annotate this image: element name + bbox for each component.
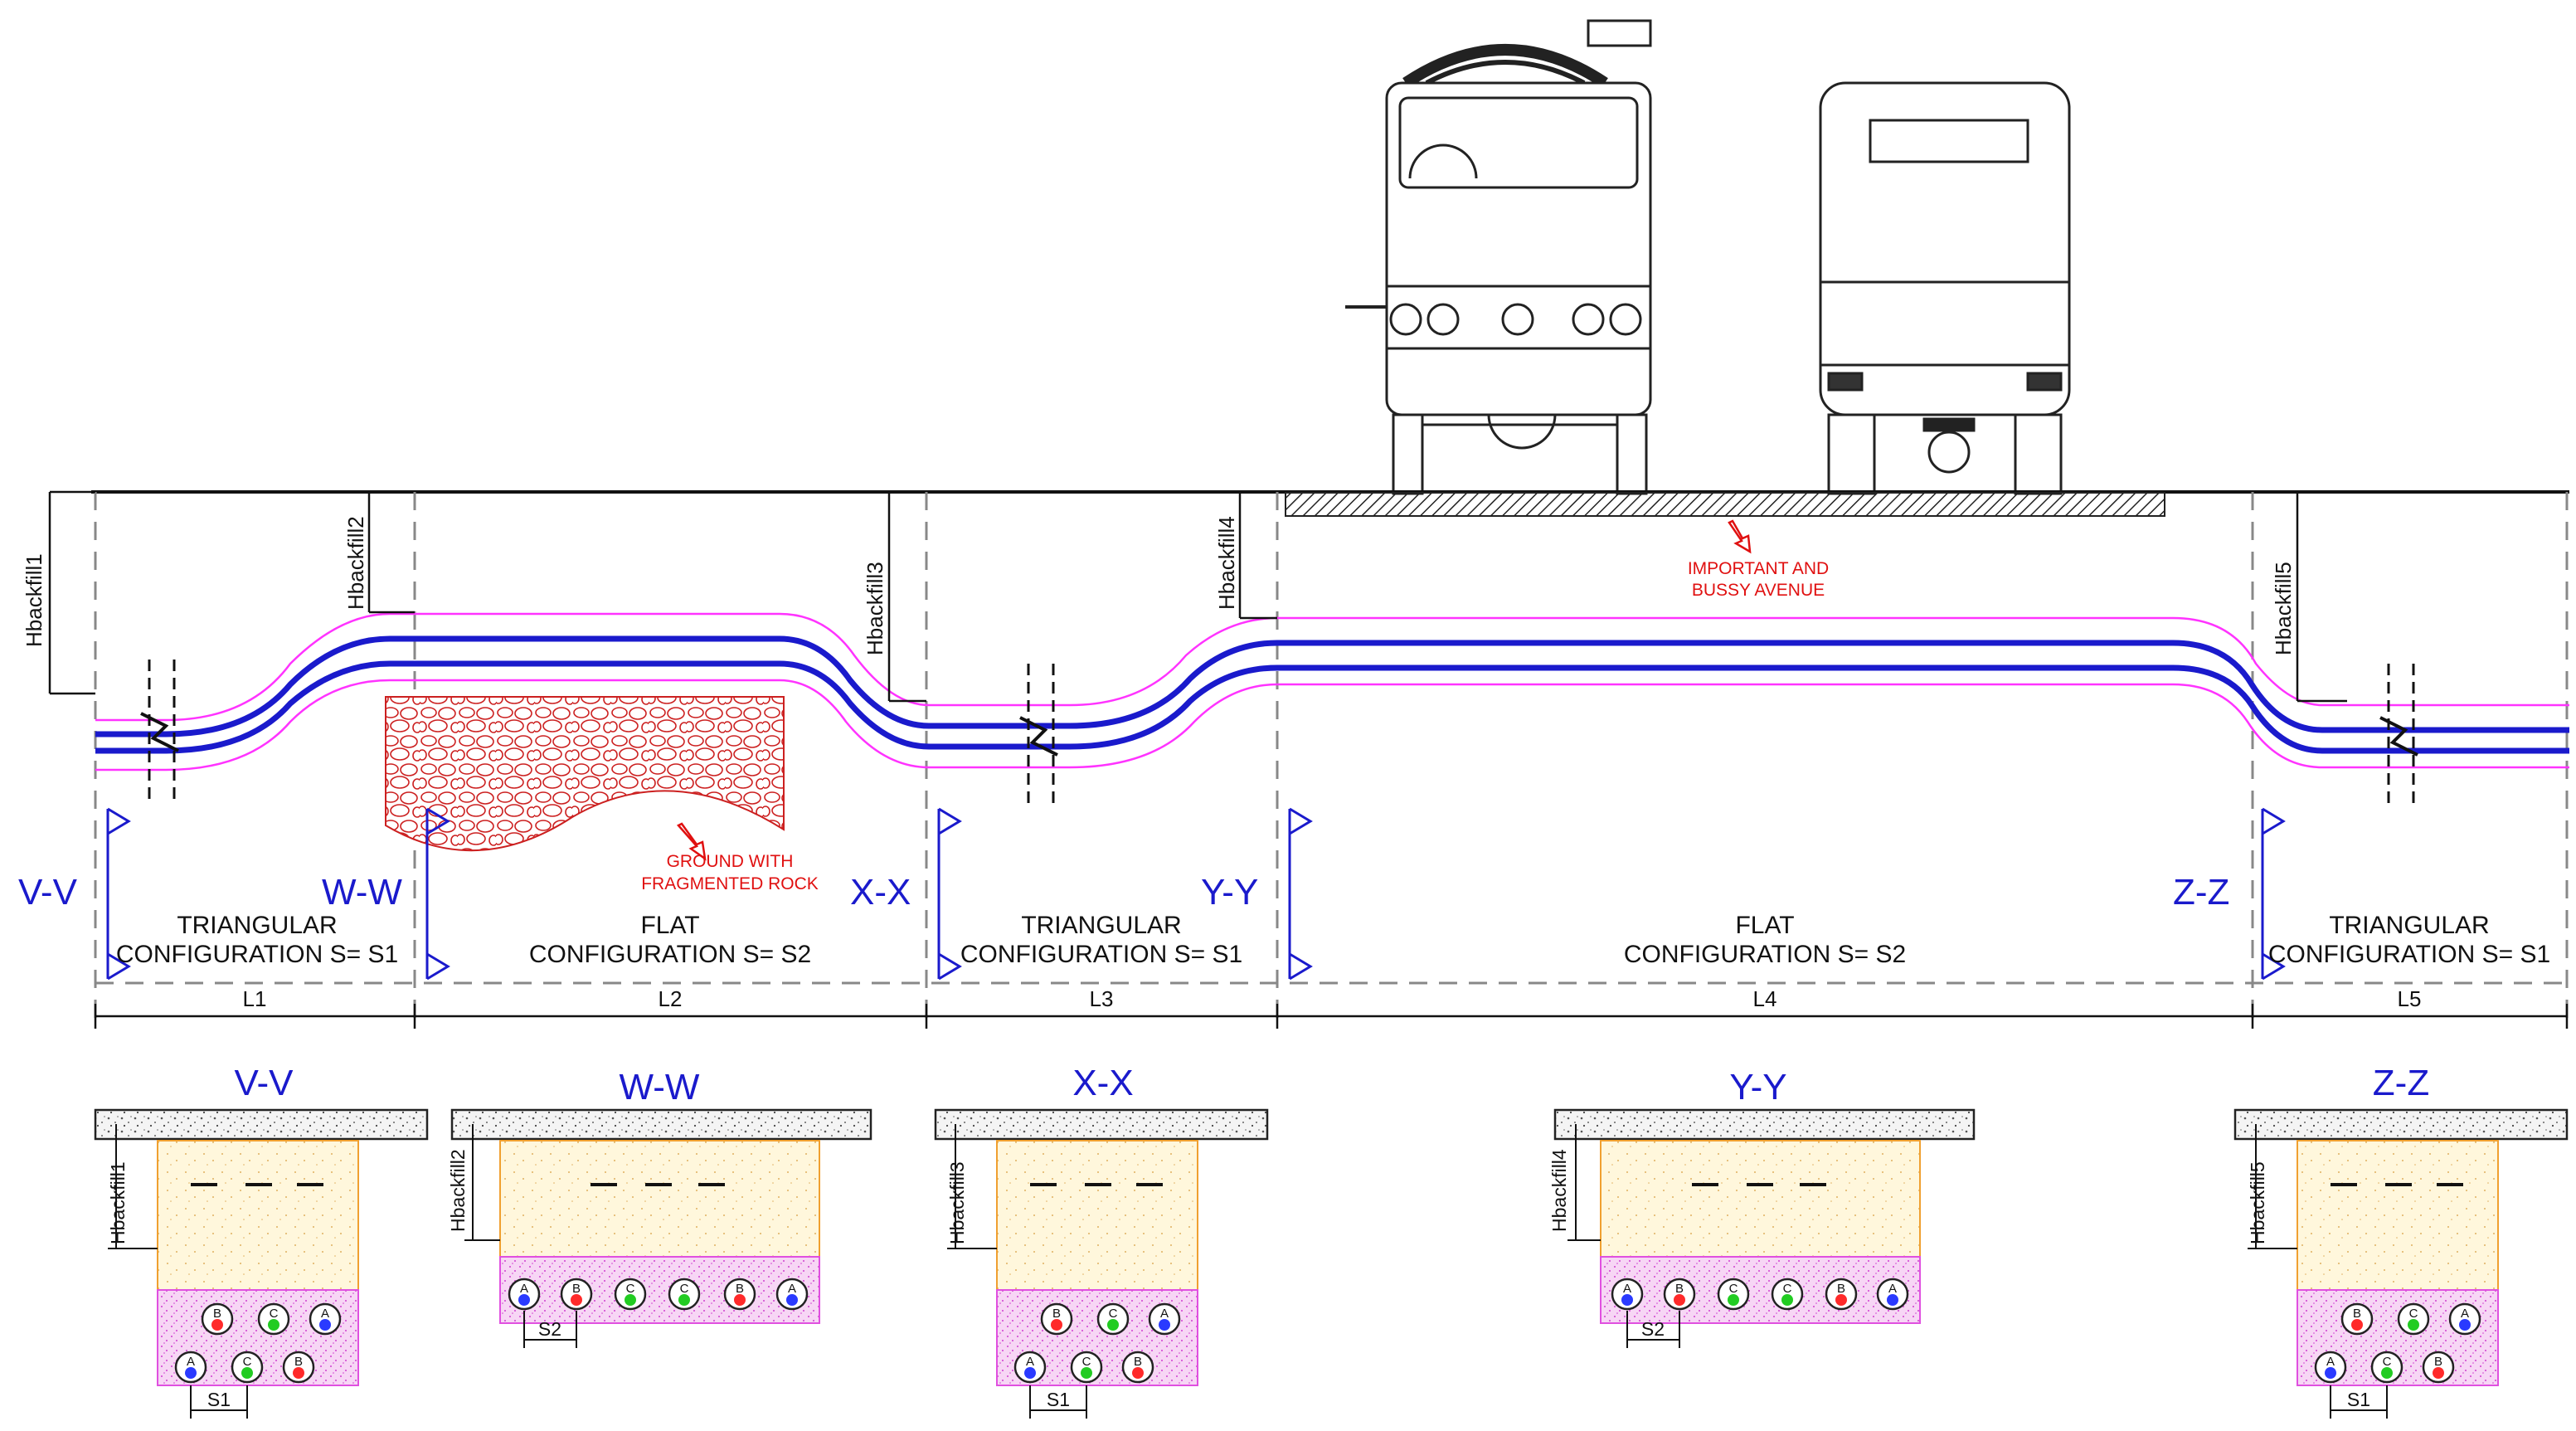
svg-text:C: C <box>243 1355 252 1369</box>
seg3-config-spacing: CONFIGURATION S= S1 <box>960 941 1242 968</box>
svg-text:C: C <box>1729 1282 1738 1296</box>
cs-w-hbackfill: Hbackfill2 <box>447 1149 469 1232</box>
cs-y-title: Y-Y <box>1729 1067 1786 1107</box>
hbackfill5-label: Hbackfill5 <box>2271 562 2296 655</box>
cs-y-hbackfill: Hbackfill4 <box>1548 1149 1570 1232</box>
hbackfill4-label: Hbackfill4 <box>1214 516 1239 610</box>
svg-text:C: C <box>2409 1307 2418 1321</box>
power-cable <box>95 635 2569 754</box>
seg4-config-type: FLAT <box>1735 912 1794 939</box>
cross-section-z: Z-Z Hbackfill5 B C A A C B S1 <box>2233 1063 2569 1419</box>
svg-text:A: A <box>1026 1355 1034 1369</box>
svg-text:B: B <box>1052 1307 1061 1321</box>
svg-text:B: B <box>213 1307 221 1321</box>
svg-text:B: B <box>1134 1355 1142 1369</box>
svg-text:C: C <box>1783 1282 1792 1296</box>
svg-text:C: C <box>626 1282 635 1296</box>
rock-label-line2: FRAGMENTED ROCK <box>641 874 819 893</box>
hbackfill3-label: Hbackfill3 <box>863 562 887 655</box>
length-l1: L1 <box>243 986 267 1011</box>
avenue-label-line2: BUSSY AVENUE <box>1692 581 1825 600</box>
svg-text:B: B <box>1675 1282 1684 1296</box>
cs-w-cables: A B C C B A <box>508 1278 809 1311</box>
avenue-label-line1: IMPORTANT AND <box>1688 559 1829 578</box>
bus-front-view <box>1819 81 2071 495</box>
seg4-config-spacing: CONFIGURATION S= S2 <box>1624 941 1906 968</box>
backfill-envelope <box>95 612 2569 771</box>
fragmented-rock-zone <box>385 696 785 852</box>
svg-text:B: B <box>1837 1282 1845 1296</box>
segment-dividers <box>94 492 2569 1025</box>
svg-text:A: A <box>2461 1307 2469 1321</box>
avenue-arrow <box>1728 519 1752 554</box>
cs-v-spacing: S1 <box>207 1389 231 1410</box>
svg-text:B: B <box>2434 1355 2442 1369</box>
seg5-config-type: TRIANGULAR <box>2329 912 2489 939</box>
cs-w-spacing: S2 <box>538 1318 561 1340</box>
hbackfill2-label: Hbackfill2 <box>343 516 368 610</box>
length-l3: L3 <box>1090 986 1114 1011</box>
road-hatch <box>1285 492 2165 517</box>
seg3-config-type: TRIANGULAR <box>1021 912 1181 939</box>
cross-section-w: W-W Hbackfill2 A B C C B A S2 <box>447 1067 872 1348</box>
cs-z-cables: B C A A C B <box>2314 1302 2481 1384</box>
length-l5: L5 <box>2398 986 2422 1011</box>
cs-x-spacing: S1 <box>1047 1389 1070 1410</box>
svg-text:A: A <box>321 1307 329 1321</box>
cs-v-cables: B C A A C B <box>174 1302 342 1384</box>
length-dimensions <box>94 1004 2569 1029</box>
backfill-dimension-lines <box>48 490 2347 703</box>
hbackfill1-label: Hbackfill1 <box>22 553 46 647</box>
svg-text:A: A <box>2326 1355 2335 1369</box>
svg-text:C: C <box>680 1282 689 1296</box>
length-l4: L4 <box>1753 986 1777 1011</box>
section-z-label: Z-Z <box>2173 872 2229 913</box>
cs-v-title: V-V <box>235 1063 294 1103</box>
svg-text:B: B <box>2353 1307 2361 1321</box>
section-x-label: X-X <box>850 872 911 913</box>
svg-text:C: C <box>1109 1307 1118 1321</box>
length-l2: L2 <box>659 986 683 1011</box>
svg-text:C: C <box>2383 1355 2392 1369</box>
cs-z-title: Z-Z <box>2373 1063 2429 1103</box>
section-w-label: W-W <box>322 872 402 913</box>
svg-text:B: B <box>294 1355 303 1369</box>
svg-text:A: A <box>187 1355 195 1369</box>
cs-w-title: W-W <box>620 1067 700 1107</box>
break-symbols <box>140 660 2418 805</box>
cross-section-x: X-X Hbackfill3 B C A A C B S1 <box>934 1063 1269 1419</box>
svg-text:A: A <box>1623 1282 1631 1296</box>
cs-y-cables: A B C C B A <box>1611 1278 1909 1311</box>
cs-x-cables: B C A A C B <box>1013 1302 1181 1384</box>
cs-z-hbackfill: Hbackfill5 <box>2247 1161 2268 1244</box>
cs-x-title: X-X <box>1072 1063 1133 1103</box>
section-y-label: Y-Y <box>1201 872 1258 913</box>
seg5-config-spacing: CONFIGURATION S= S1 <box>2268 941 2550 968</box>
svg-text:C: C <box>270 1307 279 1321</box>
svg-text:A: A <box>520 1282 528 1296</box>
cs-v-hbackfill: Hbackfill1 <box>107 1161 129 1244</box>
svg-text:A: A <box>1160 1307 1169 1321</box>
svg-text:B: B <box>572 1282 581 1296</box>
seg1-config-type: TRIANGULAR <box>177 912 337 939</box>
section-v-label: V-V <box>18 872 78 913</box>
section-markers <box>106 807 2286 981</box>
cross-section-v: V-V Hbackfill1 B C A A C B S1 <box>94 1063 429 1419</box>
seg2-config-spacing: CONFIGURATION S= S2 <box>529 941 811 968</box>
seg1-config-spacing: CONFIGURATION S= S1 <box>116 941 398 968</box>
cs-x-hbackfill: Hbackfill3 <box>946 1161 968 1244</box>
rock-label-line1: GROUND WITH <box>667 852 794 871</box>
rock-arrow <box>676 822 707 861</box>
seg2-config-type: FLAT <box>640 912 699 939</box>
svg-text:B: B <box>736 1282 744 1296</box>
svg-text:C: C <box>1082 1355 1091 1369</box>
cs-z-spacing: S1 <box>2347 1389 2370 1410</box>
cs-y-spacing: S2 <box>1641 1318 1665 1340</box>
svg-text:A: A <box>1888 1282 1897 1296</box>
truck-front-view <box>1345 19 1652 495</box>
svg-text:A: A <box>788 1282 796 1296</box>
cross-section-y: Y-Y Hbackfill4 A B C C B A S2 <box>1548 1067 1976 1348</box>
